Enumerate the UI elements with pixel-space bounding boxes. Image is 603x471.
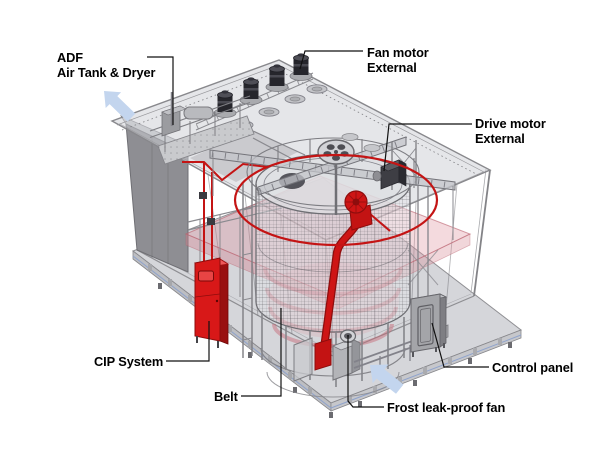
label-control-panel: Control panel: [492, 360, 574, 375]
flow-arrows: [104, 91, 404, 394]
arrow-top-left: [104, 91, 136, 122]
cip-pipes: [182, 161, 269, 261]
cip-cabinet: [193, 257, 230, 348]
cip-blower-pump: [314, 190, 391, 371]
adf-air-tank: [161, 92, 214, 137]
leader-belt: [241, 308, 282, 397]
red-ring-pipe: [233, 153, 439, 247]
leader-fan-motor: [299, 50, 363, 70]
label-belt: Belt: [214, 389, 238, 404]
leader-lines: [147, 50, 489, 408]
control-panel-cabinet: [409, 293, 448, 357]
walkway: [149, 92, 255, 165]
leader-adf: [147, 56, 174, 125]
arrow-bottom: [370, 364, 404, 394]
outfeed-unit: [293, 324, 449, 382]
leader-drive-motor: [383, 123, 472, 172]
label-frost-fan: Frost leak-proof fan: [387, 400, 506, 415]
roof-vents: [341, 133, 381, 152]
leader-cip: [166, 321, 210, 362]
leader-frost-fan: [347, 335, 384, 408]
leader-control-panel: [431, 322, 489, 368]
label-cip-system: CIP System: [94, 354, 164, 369]
